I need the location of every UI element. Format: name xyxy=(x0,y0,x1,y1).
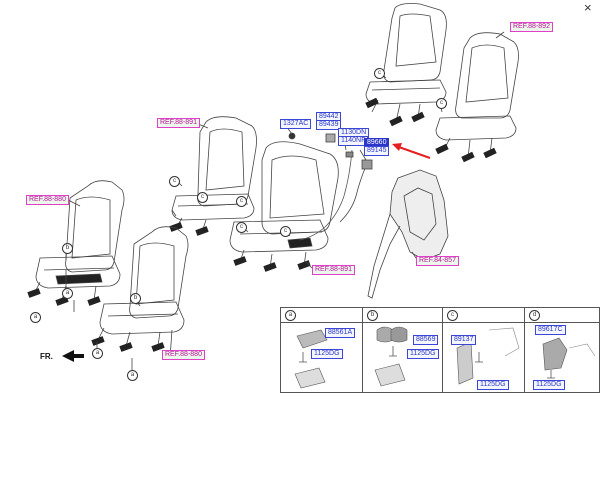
detail-c-part-2[interactable]: 1125DG xyxy=(477,380,509,390)
callout-letter-c[interactable]: c xyxy=(280,226,291,237)
detail-d-drawing xyxy=(542,337,596,379)
passenger-seat xyxy=(97,226,189,347)
ref-driver-seat[interactable]: REF.88-880 xyxy=(26,195,69,205)
callout-letter-a[interactable]: a xyxy=(92,348,103,359)
detail-box-b: b 88569 1125DG xyxy=(362,307,444,393)
callout-letter-c[interactable]: c xyxy=(236,196,247,207)
callout-letter-c[interactable]: c xyxy=(374,68,385,79)
detail-head-a: a xyxy=(281,308,363,323)
detail-a-drawing xyxy=(294,329,328,389)
ref-side-panel[interactable]: REF.84-857 xyxy=(416,256,459,266)
detail-b-drawing xyxy=(374,326,408,387)
detail-b-part-1[interactable]: 88569 xyxy=(413,335,439,345)
ref-passenger-seat[interactable]: REF.88-880 xyxy=(162,350,205,360)
detail-letter-c: c xyxy=(447,310,458,321)
callout-letter-a[interactable]: a xyxy=(127,370,138,381)
callout-letter-b[interactable]: b xyxy=(130,293,141,304)
callout-letter-a[interactable]: a xyxy=(30,312,41,323)
detail-box-c: c 89137 1125DG xyxy=(442,307,526,393)
detail-head-c: c xyxy=(443,308,525,323)
third-row-seat-right xyxy=(435,32,519,141)
detail-a-part-1[interactable]: 88561A xyxy=(325,328,356,338)
detail-letter-b: b xyxy=(367,310,378,321)
second-row-seat-left xyxy=(171,116,257,221)
close-icon[interactable]: × xyxy=(584,0,592,15)
detail-head-d: d xyxy=(525,308,599,323)
callout-letter-b[interactable]: b xyxy=(62,243,73,254)
ref-third-row[interactable]: REF.88-892 xyxy=(510,22,553,32)
ref-second-row-bottom[interactable]: REF.88-891 xyxy=(312,265,355,275)
callout-letter-c[interactable]: c xyxy=(169,176,180,187)
part-89145[interactable]: 89145 xyxy=(364,146,390,156)
part-89439[interactable]: 89439 xyxy=(316,120,342,130)
front-direction-arrow xyxy=(62,350,84,362)
detail-box-d: d 89617C 1125DG xyxy=(524,307,600,393)
detail-b-part-2[interactable]: 1125DG xyxy=(407,349,439,359)
side-trim-panel xyxy=(367,169,449,299)
detail-a-part-2[interactable]: 1125DG xyxy=(311,349,343,359)
callout-letter-c[interactable]: c xyxy=(197,192,208,203)
detail-head-b: b xyxy=(363,308,443,323)
detail-letter-a: a xyxy=(285,310,296,321)
callout-letter-c[interactable]: c xyxy=(236,222,247,233)
part-1327ac[interactable]: 1327AC xyxy=(280,119,312,129)
ref-second-row-left[interactable]: REF.88-891 xyxy=(157,118,200,128)
detail-c-part-1[interactable]: 89137 xyxy=(451,335,477,345)
third-row-seat-left xyxy=(365,3,447,105)
red-pointer-arrow xyxy=(392,143,431,159)
callout-letter-a[interactable]: a xyxy=(62,288,73,299)
detail-letter-d: d xyxy=(529,310,540,321)
detail-d-part-1[interactable]: 89617C xyxy=(535,325,566,335)
front-label: FR. xyxy=(40,352,53,361)
detail-d-part-2[interactable]: 1125DG xyxy=(533,380,565,390)
callout-letter-c[interactable]: c xyxy=(436,98,447,109)
detail-box-a: a 88561A 1125DG xyxy=(280,307,364,393)
